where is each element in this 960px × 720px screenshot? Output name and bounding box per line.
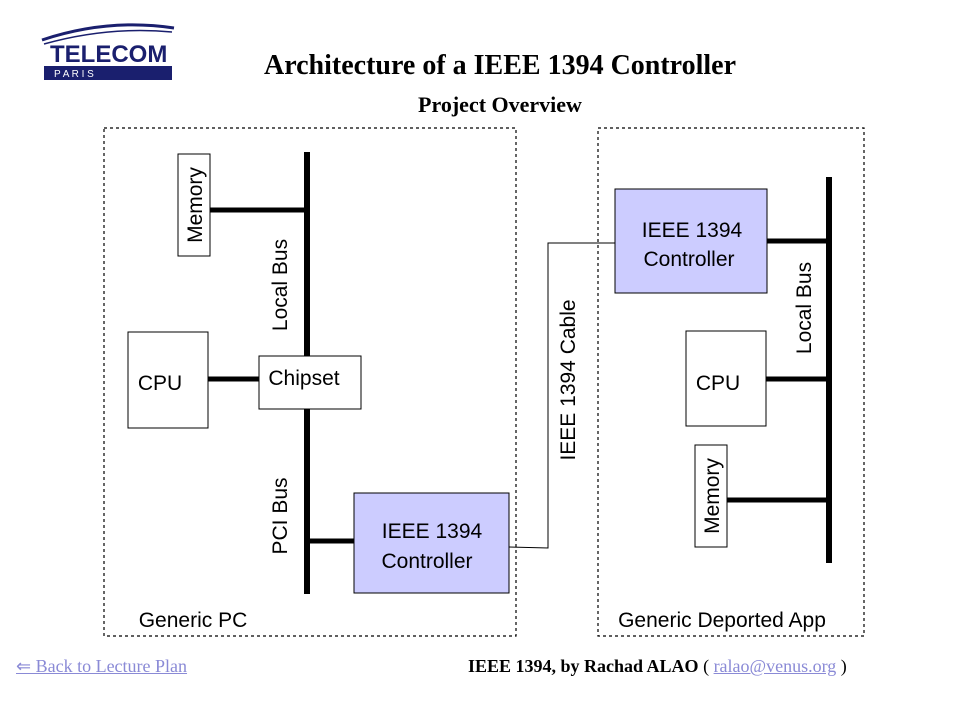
- ieee1394-cable: [508, 242, 615, 549]
- pc-controller-label-2: Controller: [381, 550, 472, 573]
- app-memory-label: Memory: [701, 458, 724, 534]
- generic-pc-boundary: [103, 127, 517, 637]
- page-subtitle: Project Overview: [418, 92, 582, 117]
- pc-controller-box: [353, 492, 510, 594]
- generic-pc-label: Generic PC: [139, 609, 248, 632]
- app-cpu-box: [685, 330, 767, 427]
- footer-credit: IEEE 1394, by Rachad ALAO ( ralao@venus.…: [468, 656, 847, 677]
- logo-bottom-text: P A R I S: [54, 69, 94, 80]
- app-local-bus-label: Local Bus: [793, 262, 816, 354]
- app-cpu-label: CPU: [696, 372, 740, 395]
- pc-local-bus-label: Local Bus: [269, 239, 292, 331]
- app-memory-box: [694, 444, 728, 548]
- pc-cpu-label: CPU: [138, 372, 182, 395]
- pc-memory-label: Memory: [184, 167, 207, 243]
- chipset-box: [258, 355, 362, 410]
- pc-memory-box: [177, 153, 211, 257]
- chipset-label: Chipset: [268, 367, 339, 390]
- logo-top-text: TELECOM: [50, 41, 167, 68]
- deported-app-boundary: [597, 127, 865, 637]
- app-controller-label-2: Controller: [643, 248, 734, 271]
- email-link[interactable]: ralao@venus.org: [713, 656, 837, 676]
- paren-close: ): [840, 656, 847, 676]
- app-controller-label-1: IEEE 1394: [642, 219, 743, 242]
- app-controller-box: [614, 188, 768, 294]
- pci-bus-label: PCI Bus: [269, 477, 292, 554]
- credit-text: IEEE 1394, by Rachad ALAO: [468, 656, 699, 676]
- page-title: Architecture of a IEEE 1394 Controller: [263, 50, 737, 81]
- deported-app-label: Generic Deported App: [618, 609, 826, 632]
- telecom-paris-logo: TELECOM P A R I S: [41, 23, 175, 80]
- back-to-lecture-plan-link[interactable]: ⇐ Back to Lecture Plan: [16, 656, 188, 676]
- pc-controller-label-1: IEEE 1394: [382, 520, 483, 543]
- paren-open: (: [703, 656, 710, 676]
- cable-label: IEEE 1394 Cable: [557, 299, 580, 460]
